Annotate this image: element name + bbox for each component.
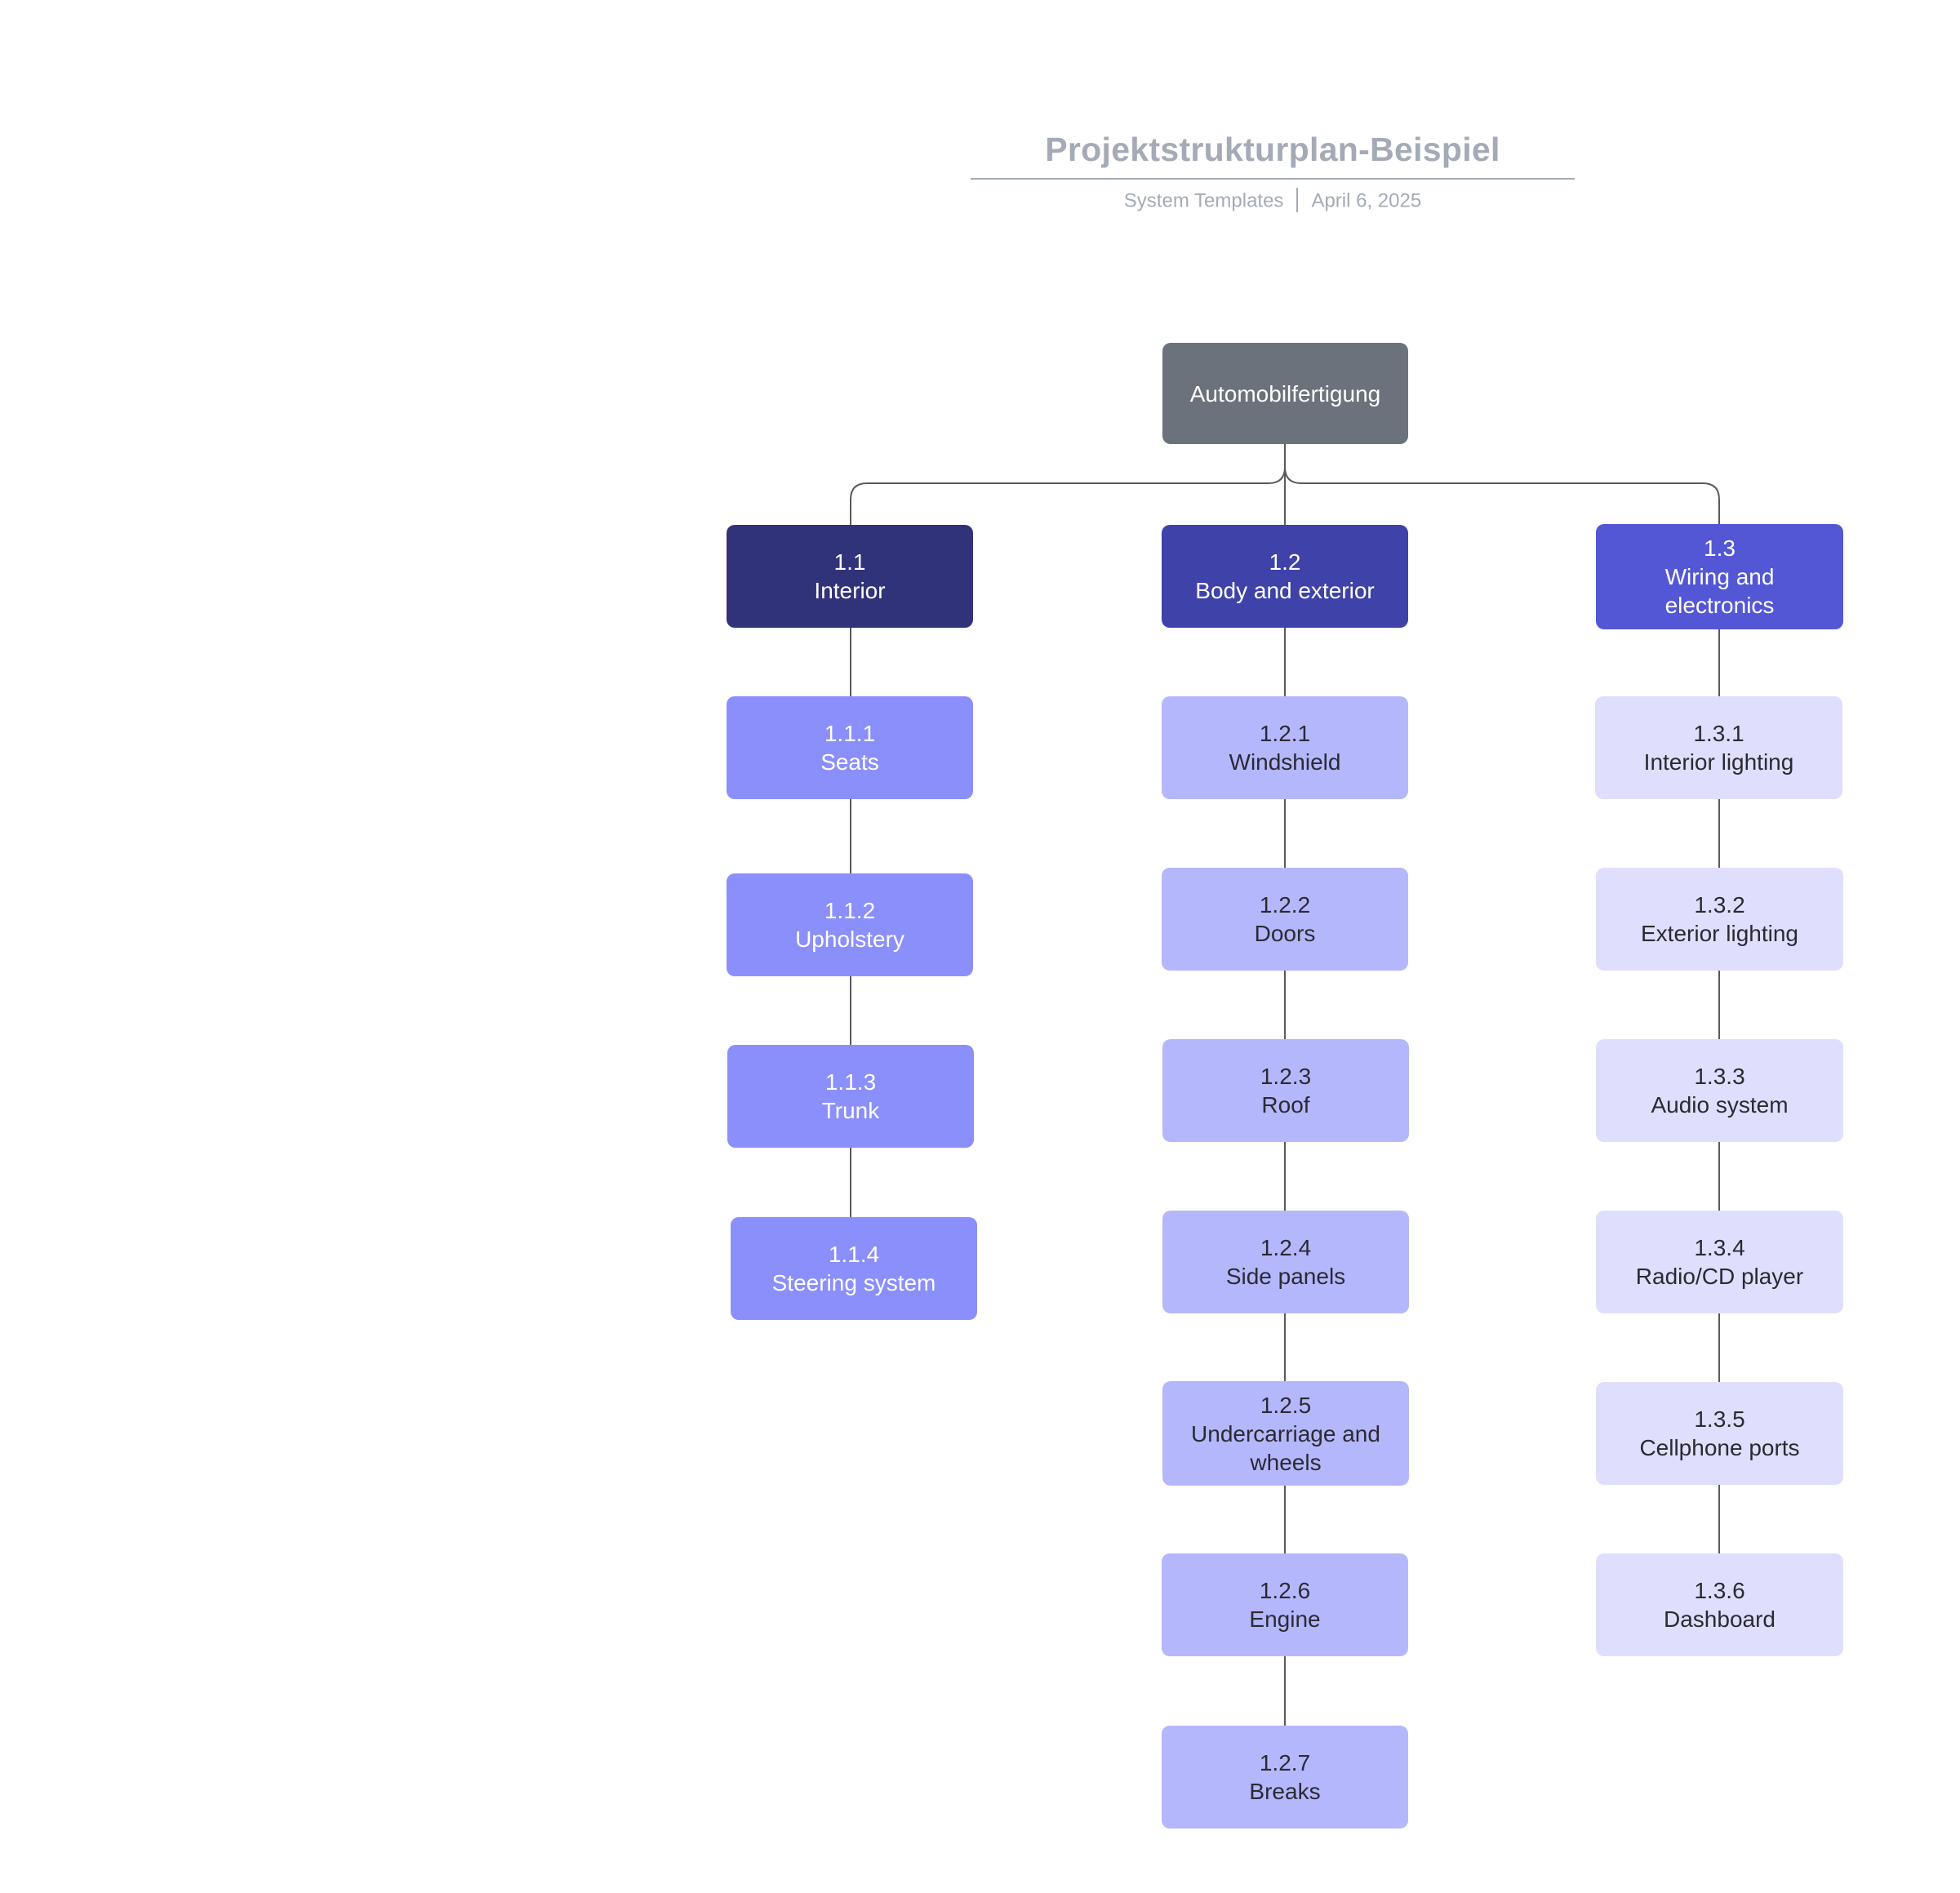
node-1-1-4[interactable]: 1.1.4 Steering system (731, 1217, 977, 1320)
node-1-3[interactable]: 1.3 Wiring and electronics (1596, 524, 1843, 629)
connector-root-to-1-1 (850, 466, 1286, 525)
node-number: 1.3.3 (1694, 1064, 1745, 1089)
node-number: 1.2.1 (1259, 721, 1311, 746)
node-number: 1.2.7 (1259, 1750, 1311, 1775)
node-number: 1.1 (833, 549, 866, 575)
node-number: 1.2 (1269, 549, 1301, 575)
node-1-2-3[interactable]: 1.2.3 Roof (1162, 1039, 1409, 1142)
node-number: 1.3.4 (1694, 1235, 1745, 1260)
node-label: Dashboard (1664, 1606, 1776, 1632)
node-number: 1.1.4 (828, 1242, 880, 1267)
node-label: Interior lighting (1643, 749, 1794, 775)
node-1-1-3[interactable]: 1.1.3 Trunk (727, 1045, 974, 1148)
node-number: 1.3.2 (1694, 892, 1745, 918)
node-1-2-2[interactable]: 1.2.2 Doors (1162, 868, 1408, 971)
node-1-2[interactable]: 1.2 Body and exterior (1162, 525, 1408, 628)
node-number: 1.2.3 (1260, 1064, 1312, 1089)
date-label: April 6, 2025 (1311, 189, 1422, 212)
node-1-3-2[interactable]: 1.3.2 Exterior lighting (1596, 868, 1843, 971)
node-1-1[interactable]: 1.1 Interior (727, 525, 973, 628)
node-number: 1.2.5 (1260, 1392, 1312, 1418)
node-label: Audio system (1651, 1092, 1789, 1118)
node-1-3-3[interactable]: 1.3.3 Audio system (1596, 1039, 1843, 1142)
node-number: 1.3 (1704, 535, 1736, 561)
node-1-2-1[interactable]: 1.2.1 Windshield (1162, 696, 1408, 799)
node-1-1-2[interactable]: 1.1.2 Upholstery (727, 873, 973, 976)
node-label: Upholstery (795, 927, 904, 952)
node-label: Cellphone ports (1639, 1435, 1800, 1460)
node-label: Body and exterior (1195, 578, 1375, 603)
node-number: 1.3.5 (1694, 1406, 1745, 1432)
node-label: Roof (1261, 1092, 1310, 1118)
node-number: 1.2.6 (1259, 1578, 1311, 1603)
node-label: Doors (1254, 921, 1316, 946)
node-label: Breaks (1249, 1779, 1321, 1804)
node-1-2-7[interactable]: 1.2.7 Breaks (1162, 1726, 1408, 1829)
connector-root-to-1-3 (1284, 466, 1720, 524)
node-label: Undercarriage and wheels (1191, 1420, 1380, 1475)
node-label: Trunk (821, 1098, 880, 1123)
node-number: 1.1.2 (824, 898, 876, 923)
node-1-2-5[interactable]: 1.2.5 Undercarriage and wheels (1162, 1381, 1409, 1486)
source-label: System Templates (1123, 189, 1284, 212)
node-label: Radio/CD player (1635, 1264, 1804, 1289)
node-1-2-6[interactable]: 1.2.6 Engine (1162, 1553, 1408, 1656)
node-number: 1.1.3 (824, 1069, 877, 1095)
title-underline (971, 178, 1575, 180)
node-1-1-1[interactable]: 1.1.1 Seats (727, 696, 973, 799)
node-label: Seats (820, 749, 879, 775)
subtitle: System Templates April 6, 2025 (971, 188, 1575, 214)
root-label: Automobilfertigung (1189, 380, 1381, 407)
node-1-3-5[interactable]: 1.3.5 Cellphone ports (1596, 1382, 1843, 1485)
node-label: Exterior lighting (1641, 921, 1798, 946)
node-number: 1.1.1 (824, 721, 876, 746)
node-number: 1.3.1 (1693, 721, 1744, 746)
node-number: 1.2.2 (1259, 892, 1311, 918)
node-label: Engine (1249, 1606, 1321, 1632)
root-node[interactable]: Automobilfertigung (1162, 343, 1408, 444)
node-1-3-6[interactable]: 1.3.6 Dashboard (1596, 1553, 1843, 1656)
node-number: 1.2.4 (1260, 1235, 1312, 1260)
subtitle-divider (1296, 188, 1299, 212)
node-label: Steering system (771, 1270, 936, 1295)
node-1-3-4[interactable]: 1.3.4 Radio/CD player (1596, 1211, 1843, 1313)
node-label: Windshield (1229, 749, 1341, 775)
node-1-2-4[interactable]: 1.2.4 Side panels (1162, 1211, 1409, 1313)
node-number: 1.3.6 (1694, 1578, 1745, 1603)
node-1-3-1[interactable]: 1.3.1 Interior lighting (1595, 696, 1842, 799)
page-title: Projektstrukturplan-Beispiel (1045, 131, 1500, 168)
node-label: Interior (814, 578, 886, 603)
diagram-header: Projektstrukturplan-Beispiel System Temp… (0, 0, 1960, 245)
node-label: Wiring and electronics (1664, 564, 1775, 618)
node-label: Side panels (1225, 1264, 1346, 1289)
